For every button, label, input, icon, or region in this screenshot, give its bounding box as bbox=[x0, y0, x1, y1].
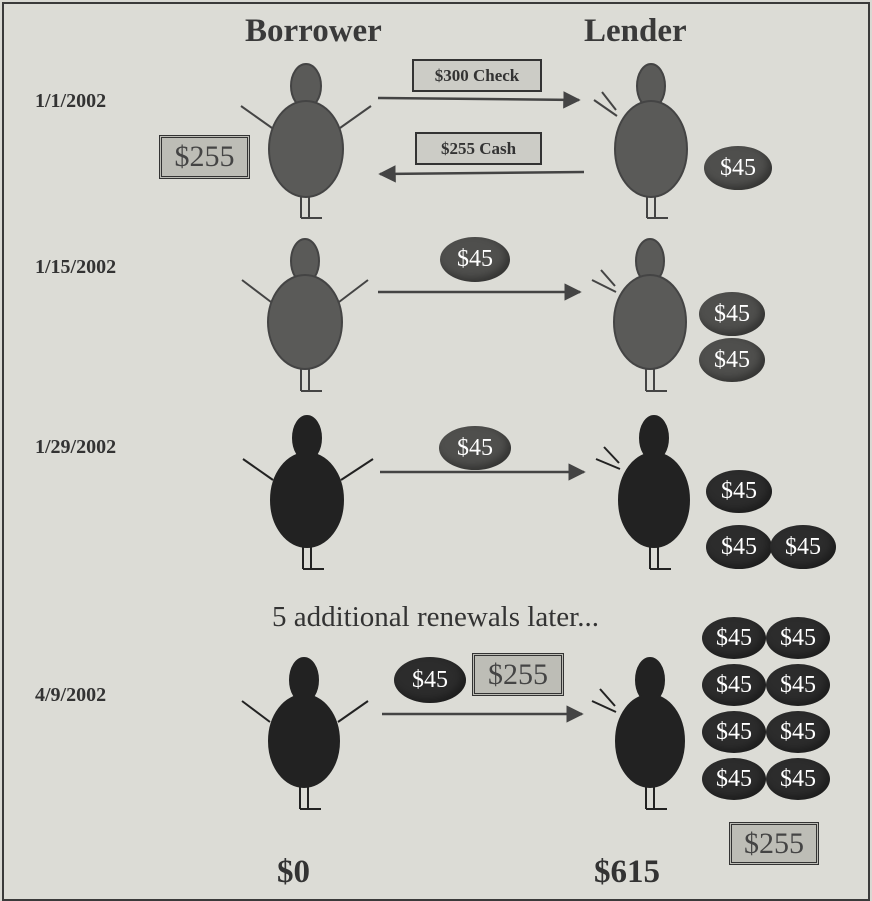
lender-coin-row4-1: $45 bbox=[702, 617, 766, 659]
date-row4: 4/9/2002 bbox=[35, 684, 106, 707]
arrow-check-to-lender bbox=[378, 98, 579, 100]
borrower-figure-row3 bbox=[243, 416, 373, 569]
lender-figure-row3 bbox=[596, 416, 689, 569]
lender-coin-row2-2: $45 bbox=[699, 338, 765, 382]
cash-label: $255 Cash bbox=[415, 132, 542, 165]
borrower-total: $0 bbox=[277, 854, 310, 891]
lender-coin-row4-6: $45 bbox=[766, 711, 830, 753]
lender-total: $615 bbox=[594, 854, 660, 891]
date-row3: 1/29/2002 bbox=[35, 436, 116, 459]
lender-coin-row4-3: $45 bbox=[702, 664, 766, 706]
lender-coin-row3-2: $45 bbox=[706, 525, 772, 569]
lender-cash-box: $255 bbox=[729, 822, 819, 865]
lender-coin-row3-3: $45 bbox=[770, 525, 836, 569]
renewals-note: 5 additional renewals later... bbox=[272, 601, 599, 634]
arrow-cash-to-borrower bbox=[380, 172, 584, 174]
transfer-coin-row4: $45 bbox=[394, 657, 466, 703]
borrower-figure-row4 bbox=[242, 658, 368, 809]
lender-coin-row4-7: $45 bbox=[702, 758, 766, 800]
lender-header: Lender bbox=[584, 13, 687, 50]
lender-coin-row4-4: $45 bbox=[766, 664, 830, 706]
transfer-coin-row2: $45 bbox=[440, 237, 510, 282]
lender-coin-row4-8: $45 bbox=[766, 758, 830, 800]
check-label: $300 Check bbox=[412, 59, 542, 92]
lender-figure-row4 bbox=[592, 658, 684, 809]
lender-figure-row2 bbox=[592, 239, 686, 391]
lender-coin-row1-1: $45 bbox=[704, 146, 772, 190]
lender-coin-row4-5: $45 bbox=[702, 711, 766, 753]
borrower-header: Borrower bbox=[245, 13, 382, 50]
date-row1: 1/1/2002 bbox=[35, 90, 106, 113]
borrower-figure-row1 bbox=[241, 64, 371, 218]
lender-coin-row4-2: $45 bbox=[766, 617, 830, 659]
transfer-coin-row3: $45 bbox=[439, 426, 511, 470]
lender-coin-row3-1: $45 bbox=[706, 470, 772, 513]
transfer-cash-box-row4: $255 bbox=[472, 653, 564, 696]
lender-figure-row1 bbox=[594, 64, 687, 218]
date-row2: 1/15/2002 bbox=[35, 256, 116, 279]
borrower-cash-box: $255 bbox=[159, 135, 250, 179]
borrower-figure-row2 bbox=[242, 239, 368, 391]
lender-coin-row2-1: $45 bbox=[699, 292, 765, 336]
